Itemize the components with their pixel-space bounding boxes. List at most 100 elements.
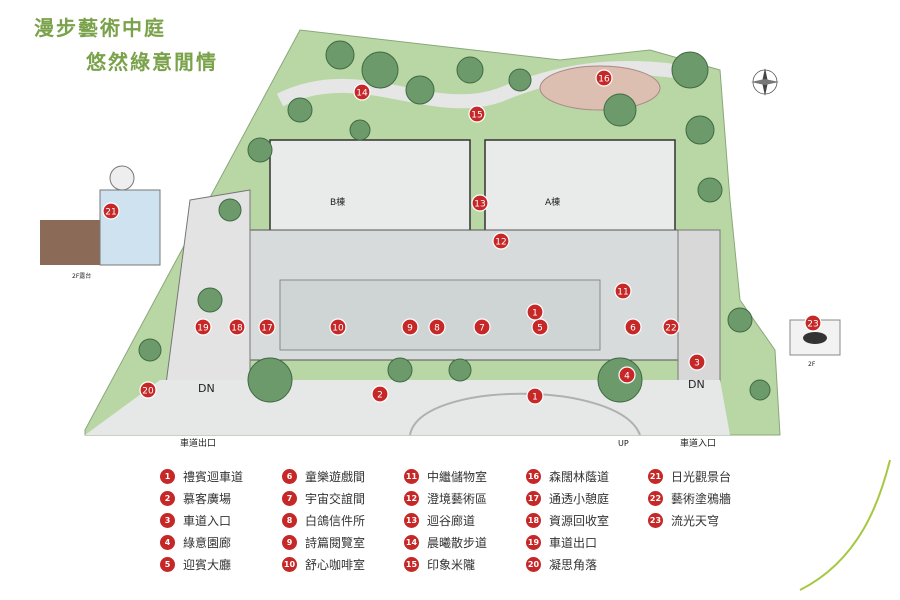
legend-number: 8 [282,513,297,528]
legend-label: 凝思角落 [549,558,598,572]
plan-marker-number: 1 [532,309,538,319]
legend-number: 19 [526,535,541,550]
legend-item: 18 資源回收室 [526,512,609,529]
legend-label: 澄境藝術區 [427,492,488,506]
plan-marker-number: 18 [231,324,243,334]
plan-marker-number: 9 [407,324,413,334]
legend-label: 迴谷廊道 [427,514,476,528]
legend-label: 中繼儲物室 [427,470,488,484]
legend-label: 日光觀景台 [671,470,732,484]
plan-marker-number: 2 [377,391,383,401]
plan-marker-dot [102,202,120,220]
legend-label: 宇宙交誼間 [305,492,366,506]
legend-number: 18 [526,513,541,528]
legend-item: 23 流光天穹 [648,512,719,529]
label-dn-right: DN [688,378,705,391]
legend-number: 13 [404,513,419,528]
plan-marker: 5 [531,318,549,336]
plan-marker-number: 13 [474,200,485,210]
plan-marker-dot [468,105,486,123]
plan-marker-number: 11 [617,288,628,298]
front-plaza [85,380,730,435]
plan-marker-number: 16 [598,75,610,85]
legend-number: 10 [282,557,297,572]
label-dn-left: DN [198,382,215,395]
legend-label: 資源回收室 [549,514,610,528]
legend-item: 19 車道出口 [526,534,597,551]
label-entrance: 車道入口 [680,437,716,449]
legend-label: 禮賓迴車道 [183,470,244,484]
plan-marker-number: 19 [197,324,209,334]
legend-label: 流光天穹 [671,514,720,528]
legend-label: 白鴿信件所 [305,514,366,528]
legend-number: 9 [282,535,297,550]
plan-marker-number: 14 [356,89,368,99]
legend-item: 16 森闊林蔭道 [526,468,609,485]
compass-icon [751,68,779,96]
plan-marker-dot [526,303,544,321]
decorative-swoosh [799,459,891,591]
legend-label: 慕客廣場 [183,492,232,506]
legend-item: 7 宇宙交誼間 [282,490,365,507]
legend-label: 綠意園廊 [183,536,232,550]
title-line-1: 漫步藝術中庭 [34,16,166,40]
plan-marker-dot [531,318,549,336]
plan-marker-dot [624,318,642,336]
plan-marker: 9 [401,318,419,336]
plan-marker: 18 [228,318,246,336]
legend-number: 17 [526,491,541,506]
plan-marker: 23 [804,314,822,332]
label-building-a: A棟 [545,196,560,208]
legend-label: 迎賓大廳 [183,558,232,572]
plan-marker-dot [139,381,157,399]
title-line-2: 悠然綠意閒情 [86,50,218,74]
plan-marker-number: 20 [142,387,154,397]
plan-marker: 19 [194,318,212,336]
legend-label: 晨曦散步道 [427,536,488,550]
plan-marker-number: 4 [624,372,630,382]
plan-marker-number: 22 [665,324,676,334]
legend-label: 森闊林蔭道 [549,470,610,484]
legend-number: 23 [648,513,663,528]
legend-number: 16 [526,469,541,484]
plan-marker: 10 [329,318,347,336]
plan-marker-dot [401,318,419,336]
plan-marker-dot [471,194,489,212]
legend-number: 6 [282,469,297,484]
legend-number: 2 [160,491,175,506]
label-floor-right: 2F [808,361,816,368]
legend-number: 22 [648,491,663,506]
plan-marker-number: 21 [105,208,116,218]
plan-marker-dot [228,318,246,336]
plan-marker-number: 7 [479,324,485,334]
plan-marker-dot [258,318,276,336]
plan-marker-dot [473,318,491,336]
legend-number: 7 [282,491,297,506]
plan-marker-dot [526,387,544,405]
legend-label: 車道出口 [549,536,598,550]
plan-marker: 14 [353,83,371,101]
legend-item: 2 慕客廣場 [160,490,231,507]
plan-marker-dot [804,314,822,332]
plan-marker: 1 [526,387,544,405]
legend-label: 印象米隴 [427,558,476,572]
plan-marker-dot [614,282,632,300]
skylight [803,332,827,344]
plan-marker-number: 17 [261,324,272,334]
terrace-left-deck [99,189,161,266]
plan-marker: 20 [139,381,157,399]
legend-label: 舒心咖啡室 [305,558,366,572]
plan-marker-number: 15 [471,111,482,121]
plan-marker-dot [353,83,371,101]
plan-marker-dot [595,69,613,87]
legend-item: 8 白鴿信件所 [282,512,365,529]
